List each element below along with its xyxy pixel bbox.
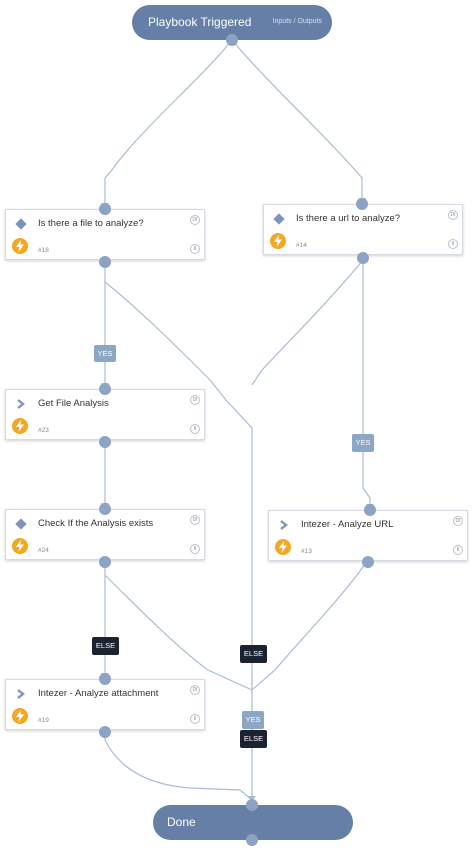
output-connector[interactable] [362, 556, 374, 568]
lightning-bolt-icon [12, 538, 28, 554]
task-id: #19 [38, 717, 49, 724]
task-analyze-attachment[interactable]: Intezer - Analyze attachment #19 DI II [5, 679, 205, 730]
debug-icon[interactable]: DI [190, 515, 200, 525]
diamond-icon [15, 518, 27, 530]
task-file-condition[interactable]: Is there a file to analyze? #18 DI II [5, 209, 205, 260]
task-label: Get File Analysis [38, 398, 109, 409]
output-connector[interactable] [357, 252, 369, 264]
inputs-outputs-link[interactable]: Inputs / Outputs [272, 18, 322, 25]
pause-icon[interactable]: II [453, 545, 463, 555]
edge-url-else-to-done [251, 259, 364, 386]
task-get-file-analysis[interactable]: Get File Analysis #23 DI II [5, 389, 205, 440]
edge-attachment-to-done [104, 728, 253, 801]
edge-start-to-url-condition [231, 39, 363, 202]
edge-url-yes-to-analyze-url [362, 260, 371, 508]
lightning-bolt-icon [275, 539, 291, 555]
debug-icon[interactable]: DI [190, 685, 200, 695]
task-id: #14 [296, 242, 307, 249]
lightning-bolt-icon [12, 238, 28, 254]
task-id: #24 [38, 547, 49, 554]
output-connector[interactable] [99, 436, 111, 448]
task-label: Check If the Analysis exists [38, 518, 154, 529]
output-connector[interactable] [99, 556, 111, 568]
task-id: #18 [38, 247, 49, 254]
start-title: Playbook Triggered [148, 15, 252, 29]
yes-tag[interactable]: YES [352, 434, 374, 452]
diamond-icon [15, 218, 27, 230]
end-title: Done [167, 815, 196, 829]
start-output-connector[interactable] [226, 34, 238, 46]
input-connector[interactable] [99, 203, 111, 215]
debug-icon[interactable]: DI [190, 395, 200, 405]
lightning-bolt-icon [12, 708, 28, 724]
pause-icon[interactable]: II [190, 424, 200, 434]
yes-tag[interactable]: YES [94, 345, 116, 362]
task-url-condition[interactable]: Is there a url to analyze? #14 DI II [263, 204, 463, 255]
debug-icon[interactable]: DI [190, 215, 200, 225]
lightning-bolt-icon [270, 233, 286, 249]
else-tag[interactable]: ELSE [240, 730, 267, 748]
arrowhead [248, 796, 256, 801]
output-connector[interactable] [99, 256, 111, 268]
input-connector[interactable] [99, 673, 111, 685]
done-input-connector[interactable] [246, 799, 258, 811]
else-tag[interactable]: ELSE [92, 637, 119, 655]
input-connector[interactable] [99, 383, 111, 395]
debug-icon[interactable]: DI [453, 516, 463, 526]
yes-tag[interactable]: YES [242, 711, 264, 729]
else-tag[interactable]: ELSE [240, 645, 267, 663]
task-label: Intezer - Analyze attachment [38, 688, 159, 699]
task-label: Intezer - Analyze URL [301, 519, 394, 530]
diamond-icon [273, 213, 285, 225]
edge-file-else-to-done [104, 281, 253, 800]
task-id: #13 [301, 548, 312, 555]
chevron-right-icon [280, 520, 288, 530]
task-id: #23 [38, 427, 49, 434]
task-analyze-url[interactable]: Intezer - Analyze URL #13 DI II [268, 510, 468, 561]
task-check-analysis-exists[interactable]: Check If the Analysis exists #24 DI II [5, 509, 205, 560]
pause-icon[interactable]: II [190, 544, 200, 554]
task-label: Is there a file to analyze? [38, 218, 144, 229]
edge-start-to-file-condition [104, 39, 233, 207]
output-connector[interactable] [99, 726, 111, 738]
chevron-right-icon [17, 399, 25, 409]
debug-icon[interactable]: DI [448, 210, 458, 220]
chevron-right-icon [17, 689, 25, 699]
pause-icon[interactable]: II [190, 244, 200, 254]
playbook-triggered-node[interactable]: Playbook Triggered Inputs / Outputs [132, 5, 332, 40]
pause-icon[interactable]: II [190, 714, 200, 724]
input-connector[interactable] [99, 503, 111, 515]
input-connector[interactable] [364, 504, 376, 516]
edge-analyze-url-to-done [251, 559, 369, 691]
pause-icon[interactable]: II [448, 239, 458, 249]
edge-check-to-done [104, 574, 253, 691]
task-label: Is there a url to analyze? [296, 213, 401, 224]
done-output-connector[interactable] [246, 834, 258, 846]
input-connector[interactable] [356, 198, 368, 210]
lightning-bolt-icon [12, 418, 28, 434]
